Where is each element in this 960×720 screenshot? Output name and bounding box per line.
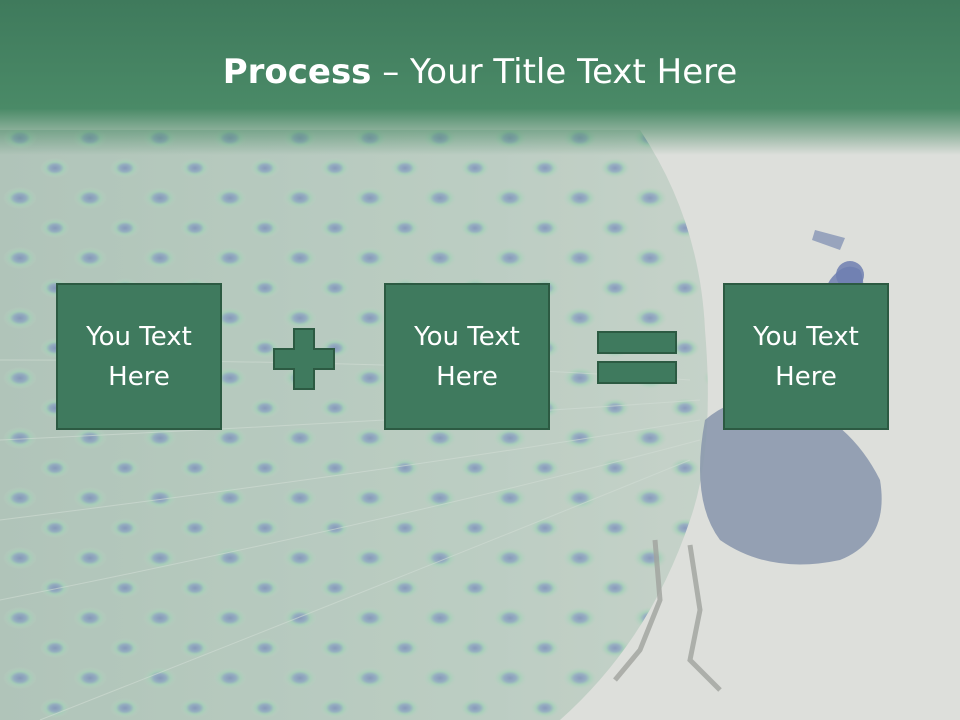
equals-icon bbox=[597, 331, 677, 384]
process-box-2[interactable]: You Text Here bbox=[384, 283, 550, 430]
title-rest: – Your Title Text Here bbox=[371, 52, 738, 92]
process-box-1[interactable]: You Text Here bbox=[56, 283, 222, 430]
plus-icon bbox=[273, 328, 335, 390]
title-bold: Process bbox=[222, 52, 372, 92]
slide-title: Process – Your Title Text Here bbox=[0, 52, 960, 92]
process-box-3[interactable]: You Text Here bbox=[723, 283, 889, 430]
title-band bbox=[0, 0, 960, 155]
